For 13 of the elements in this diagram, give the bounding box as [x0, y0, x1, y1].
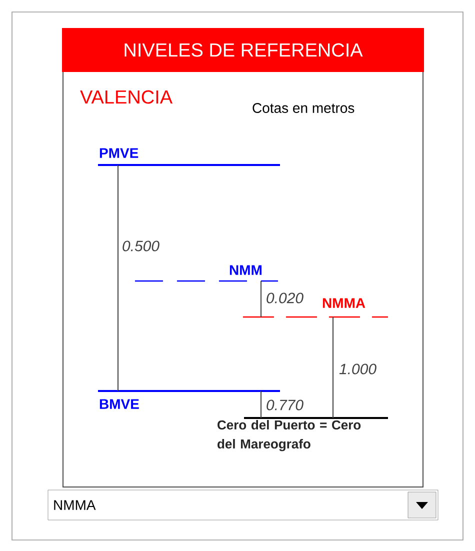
units-note: Cotas en metros [252, 103, 354, 113]
dimension-value: 1.000 [339, 364, 376, 374]
place-name: VALENCIA [80, 90, 173, 104]
datum-note: Cero del Puerto = Cero del Mareografo [218, 420, 361, 452]
level-label: NMMA [322, 298, 366, 308]
title-band: NIVELES DE REFERENCIA [62, 28, 424, 72]
dimension-value: 0.500 [122, 240, 160, 252]
dropdown-field: NMMA [48, 490, 438, 520]
level-label: BMVE [100, 399, 139, 409]
dimension-value: 0.770 [266, 400, 304, 410]
level-label: NMM [230, 265, 262, 275]
level-label: PMVE [100, 148, 138, 158]
dimension-value: 0.020 [266, 292, 304, 304]
